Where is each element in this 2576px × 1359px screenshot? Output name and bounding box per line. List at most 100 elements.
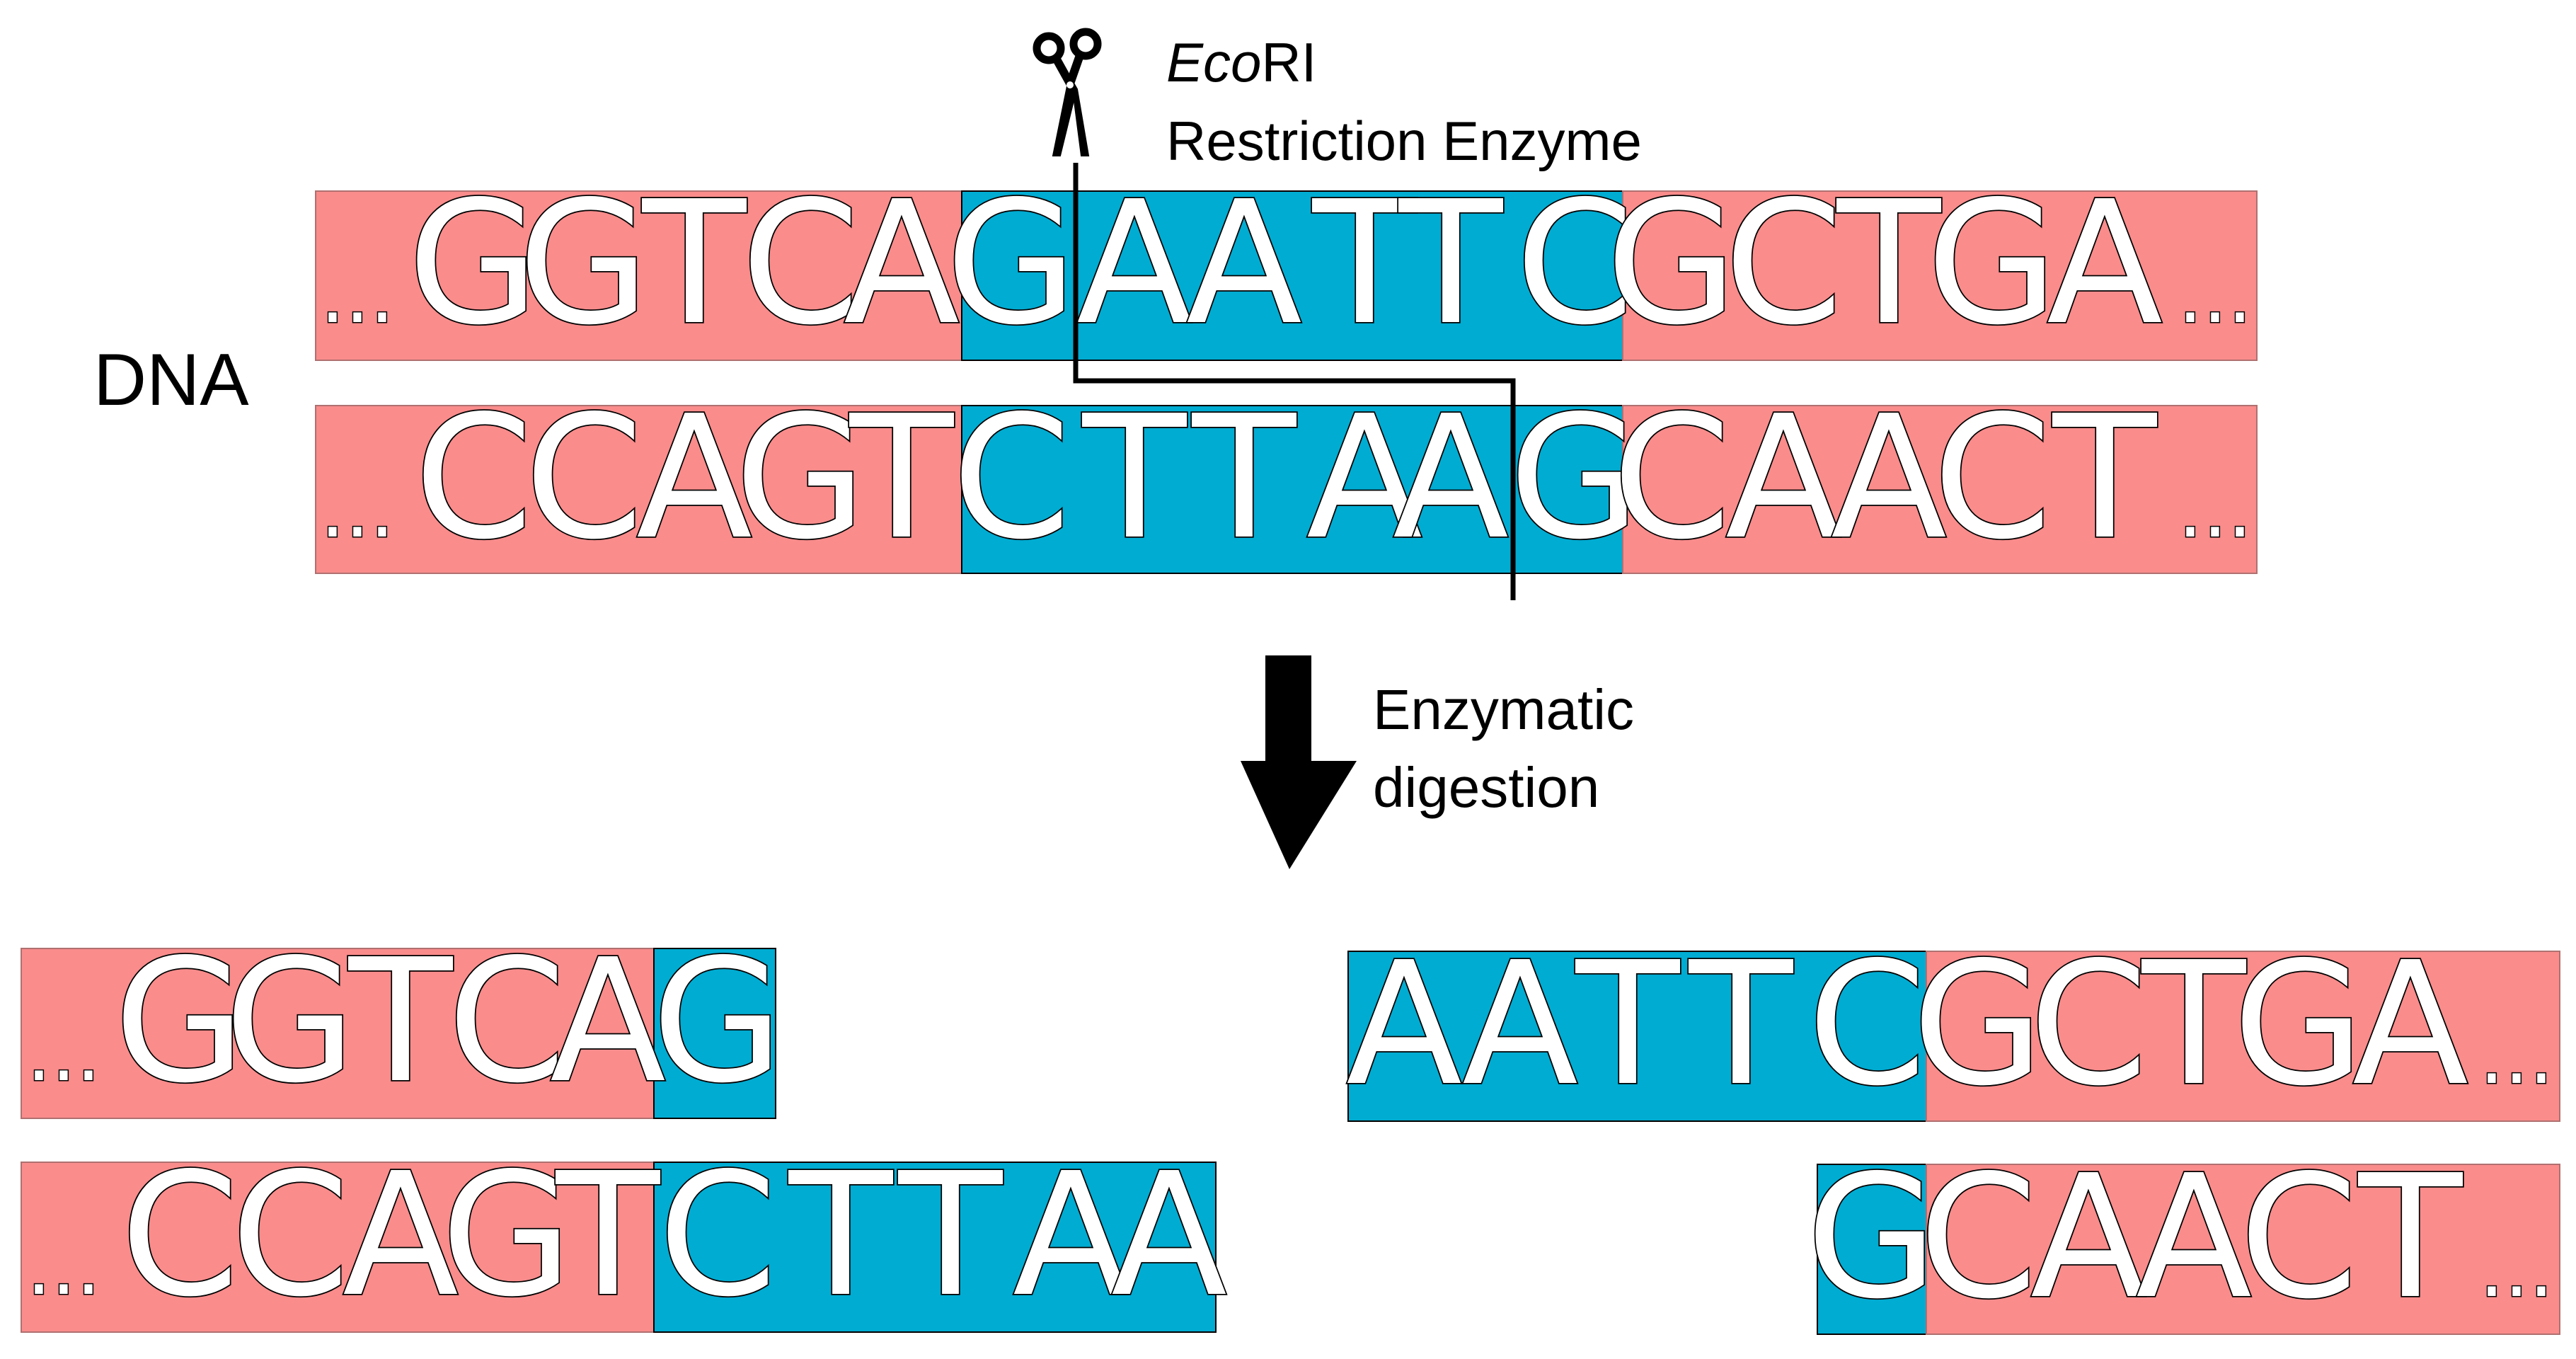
right-bottom-base: T — [2358, 1138, 2463, 1336]
left-bottom-base: T — [898, 1136, 1004, 1334]
left-bottom-base: C — [231, 1136, 350, 1334]
right-top-base: C — [1807, 925, 1926, 1123]
bottom-base: T — [1082, 379, 1188, 577]
dna-label: DNA — [93, 339, 249, 421]
top-base: T — [1398, 164, 1504, 362]
bottom-left-ellipsis: ... — [321, 464, 395, 555]
top-base: C — [1724, 164, 1843, 362]
top-base: G — [1926, 164, 2058, 362]
right-top-base: C — [2029, 925, 2148, 1123]
left-top-base: G — [652, 922, 783, 1120]
bottom-right-ellipsis: ... — [2178, 464, 2253, 555]
step-label-line2: digestion — [1373, 756, 1599, 819]
bottom-base: C — [414, 379, 533, 577]
step-label-line1: Enzymatic — [1373, 678, 1634, 741]
top-base: T — [1312, 164, 1418, 362]
top-base: G — [1606, 164, 1737, 362]
left-top-base: A — [550, 922, 666, 1120]
top-base: A — [844, 164, 960, 362]
left-top-flank — [21, 948, 655, 1119]
left-bottom-base: A — [343, 1136, 459, 1334]
right-top-base: T — [1689, 925, 1794, 1123]
left-top-base: T — [348, 922, 454, 1120]
left-bottom-base: T — [788, 1136, 894, 1334]
top-base: C — [1515, 164, 1634, 362]
dna-top-strand: ... G G T C A G A A T T C G C T G A ... — [315, 163, 2258, 364]
bottom-base: C — [1933, 379, 2052, 577]
left-top-ellipsis: ... — [27, 1008, 101, 1099]
right-bottom-base: A — [2136, 1138, 2252, 1336]
bottom-base: C — [952, 379, 1071, 577]
top-left-flank — [315, 190, 962, 361]
right-top-flank — [1926, 951, 2560, 1122]
bottom-base: A — [1306, 379, 1422, 577]
right-bottom-base: A — [2030, 1138, 2146, 1336]
bottom-base: A — [1725, 379, 1841, 577]
top-right-flank — [1622, 190, 2258, 361]
right-bottom-ellipsis: ... — [2480, 1224, 2554, 1314]
top-base: A — [2047, 164, 2163, 362]
enzyme-name-italic: Eco — [1166, 31, 1261, 93]
bottom-base: G — [1509, 379, 1640, 577]
right-top-ellipsis: ... — [2480, 1011, 2554, 1101]
bottom-right-flank — [1622, 405, 2258, 574]
top-base: T — [1836, 164, 1942, 362]
bottom-base: T — [1192, 379, 1297, 577]
left-bottom-ellipsis: ... — [27, 1222, 101, 1312]
right-bottom-flank — [1926, 1164, 2560, 1335]
bottom-base: T — [2052, 379, 2158, 577]
top-base: T — [642, 164, 747, 362]
top-base: A — [1186, 164, 1302, 362]
left-bottom-base: A — [1111, 1136, 1227, 1334]
top-base: G — [518, 164, 650, 362]
enzyme-name-rest: RI — [1261, 31, 1316, 93]
right-top-base: G — [1912, 925, 2044, 1123]
bottom-base: C — [1612, 379, 1731, 577]
right-top-base: G — [2233, 925, 2364, 1123]
left-bottom-site — [653, 1162, 1217, 1333]
top-right-ellipsis: ... — [2178, 250, 2253, 340]
left-fragment: ... G G T C A G ... C C A G T C T T A A — [21, 921, 1229, 1336]
left-bottom-base: T — [556, 1136, 661, 1334]
top-base: C — [741, 164, 860, 362]
bottom-base: T — [849, 379, 955, 577]
cut-line — [1073, 163, 1516, 600]
enzyme-type-label: Restriction Enzyme — [1166, 110, 1642, 172]
right-bottom-base: C — [1919, 1138, 2037, 1336]
left-top-site — [653, 948, 776, 1119]
top-base: G — [945, 164, 1077, 362]
right-bottom-base: G — [1806, 1138, 1938, 1336]
left-top-base: G — [114, 922, 246, 1120]
dna-bottom-strand: ... C C A G T C T T A A G C A A C T ... — [315, 377, 2258, 578]
left-top-base: C — [447, 922, 566, 1120]
down-arrow-icon — [1241, 655, 1357, 869]
bottom-base: A — [1393, 379, 1509, 577]
right-fragment: A A T T C G C T G A ... G C A A C T ... — [1345, 924, 2560, 1338]
right-top-base: T — [1575, 925, 1681, 1123]
right-top-base: A — [1346, 925, 1462, 1123]
top-base: A — [1076, 164, 1192, 362]
bottom-base: G — [735, 379, 866, 577]
right-top-base: A — [1462, 925, 1578, 1123]
right-top-base: T — [2141, 925, 2247, 1123]
left-bottom-base: C — [120, 1136, 239, 1334]
bottom-base: C — [524, 379, 643, 577]
right-top-base: A — [2352, 925, 2468, 1123]
right-bottom-site — [1817, 1164, 1927, 1335]
enzyme-name-label: EcoRI — [1166, 31, 1316, 93]
top-left-ellipsis: ... — [321, 250, 395, 340]
right-bottom-base: C — [2239, 1138, 2358, 1336]
right-top-site — [1347, 951, 1927, 1122]
left-bottom-base: C — [658, 1136, 777, 1334]
left-bottom-flank — [21, 1162, 655, 1333]
scissors-icon — [1033, 28, 1102, 156]
bottom-base: A — [1831, 379, 1947, 577]
top-site — [961, 190, 1623, 361]
bottom-left-flank — [315, 405, 962, 574]
bottom-base: A — [636, 379, 752, 577]
left-bottom-base: A — [1013, 1136, 1129, 1334]
left-bottom-base: G — [441, 1136, 573, 1334]
left-top-base: G — [224, 922, 356, 1120]
top-base: G — [408, 164, 539, 362]
